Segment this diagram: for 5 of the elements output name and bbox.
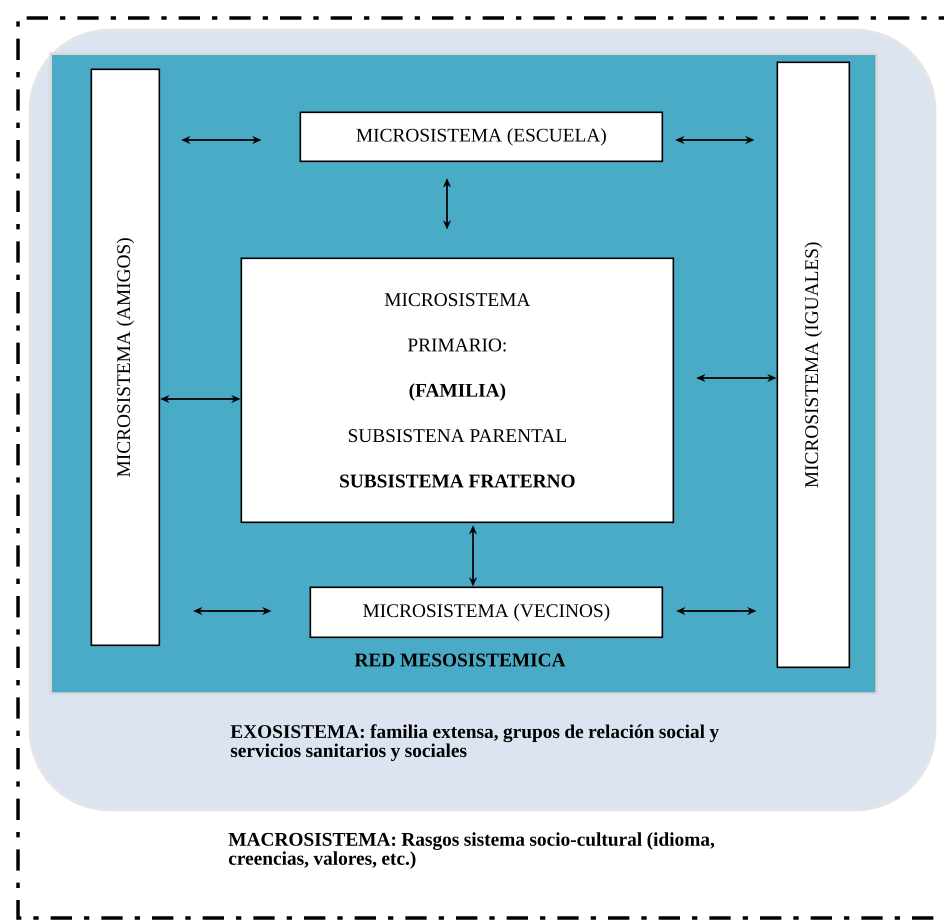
system-box: MICROSISTEMA (IGUALES) xyxy=(776,62,850,668)
system-box: MICROSISTEMA (VECINOS) xyxy=(310,586,664,638)
system-box: MICROSISTEMA PRIMARIO: (FAMILIA) SUBSISTENA PARENTAL SUBSISTEMA FRATERNO xyxy=(240,258,674,524)
system-box: MICROSISTEMA (AMIGOS) xyxy=(90,68,160,646)
system-box: MICROSISTEMA (ESCUELA) xyxy=(300,112,664,162)
